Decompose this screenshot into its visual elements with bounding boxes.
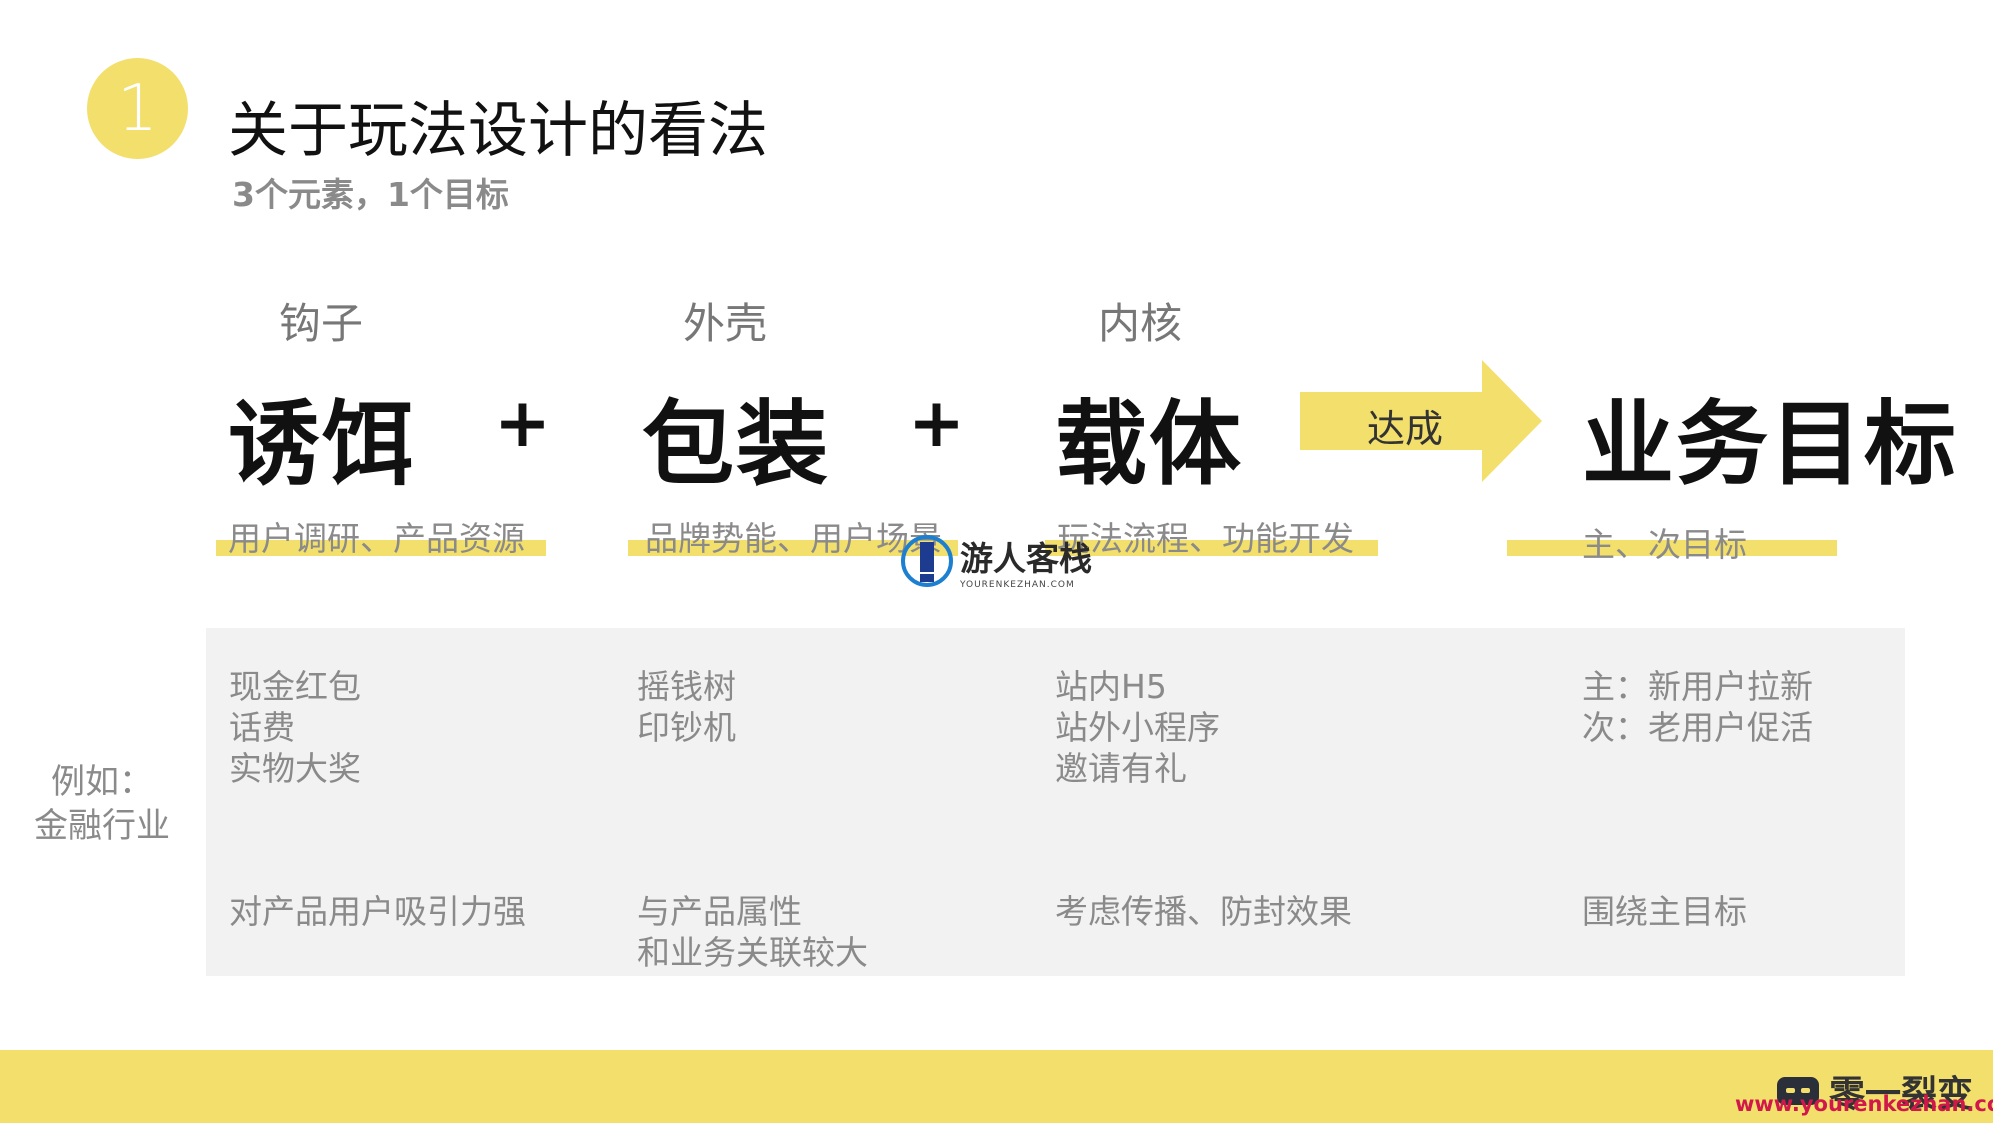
list-item: 话费: [229, 708, 295, 747]
element-desc-bait: 用户调研、产品资源: [228, 519, 525, 558]
example-note-carrier: 考虑传播、防封效果: [1055, 891, 1352, 932]
brand-name: 零一裂变: [1829, 1074, 1974, 1115]
list-item: 邀请有礼: [1055, 749, 1187, 788]
page-subtitle: 3个元素，1个目标: [232, 175, 509, 214]
list-item: 印钞机: [637, 708, 736, 747]
list-item: 摇钱树: [637, 667, 736, 706]
list-item: 站外小程序: [1055, 708, 1220, 747]
goal-desc: 主、次目标: [1582, 525, 1747, 564]
list-item: 现金红包: [229, 667, 361, 706]
goal-word: 业务目标: [1582, 391, 1959, 498]
plus-sign-2: +: [908, 384, 965, 463]
example-note-goal: 围绕主目标: [1582, 891, 1747, 932]
brand-logo: 零一裂变: [1775, 1065, 1973, 1117]
list-item: 主：新用户拉新: [1582, 667, 1813, 706]
example-label: 例如： 金融行业: [34, 760, 170, 848]
watermark-logo-icon: [901, 535, 953, 587]
section-number-badge: 1: [87, 58, 188, 159]
example-note-package: 与产品属性 和业务关联较大: [637, 891, 868, 973]
example-items-carrier: 站内H5 站外小程序 邀请有礼: [1055, 666, 1220, 789]
highlight-bar: [216, 540, 546, 556]
element-label-core: 内核: [1098, 299, 1183, 348]
example-items-bait: 现金红包 话费 实物大奖: [229, 666, 361, 789]
list-item: 对产品用户吸引力强: [229, 892, 526, 931]
element-desc-package: 品牌势能、用户场景: [645, 519, 942, 558]
arrow-label: 达成: [1366, 407, 1443, 451]
watermark: 游人客栈 YOURENKEZHAN.COM: [900, 532, 1092, 590]
list-item: 次：老用户促活: [1582, 708, 1813, 747]
example-items-goal: 主：新用户拉新 次：老用户促活: [1582, 666, 1813, 748]
element-label-hook: 钩子: [279, 299, 364, 348]
footer-bar: [0, 1050, 1993, 1123]
example-panel: [206, 628, 1905, 976]
robot-face-icon: [1777, 1077, 1819, 1105]
list-item: 和业务关联较大: [637, 933, 868, 972]
page-title: 关于玩法设计的看法: [228, 96, 768, 166]
list-item: 考虑传播、防封效果: [1055, 892, 1352, 931]
brand-url: www.yourenkezhan.com: [1735, 1092, 1993, 1116]
watermark-sub-text: YOURENKEZHAN.COM: [960, 580, 1075, 590]
list-item: 围绕主目标: [1582, 892, 1747, 931]
watermark-main-text: 游人客栈: [960, 539, 1092, 578]
example-note-bait: 对产品用户吸引力强: [229, 891, 526, 932]
list-item: 实物大奖: [229, 749, 361, 788]
list-item: 站内H5: [1055, 667, 1167, 706]
example-label-line: 例如：: [51, 762, 153, 802]
highlight-bar: [1045, 540, 1378, 556]
element-label-shell: 外壳: [683, 299, 768, 348]
highlight-bar: [1507, 540, 1837, 556]
element-word-bait: 诱饵: [228, 391, 417, 498]
element-word-carrier: 载体: [1055, 391, 1244, 498]
example-items-package: 摇钱树 印钞机: [637, 666, 736, 748]
element-desc-carrier: 玩法流程、功能开发: [1057, 519, 1354, 558]
example-label-line: 金融行业: [34, 806, 170, 846]
plus-sign-1: +: [494, 384, 551, 463]
list-item: 与产品属性: [637, 892, 802, 931]
element-word-package: 包装: [642, 391, 831, 498]
highlight-bar: [628, 540, 958, 556]
arrow-right-icon: [1300, 360, 1542, 482]
